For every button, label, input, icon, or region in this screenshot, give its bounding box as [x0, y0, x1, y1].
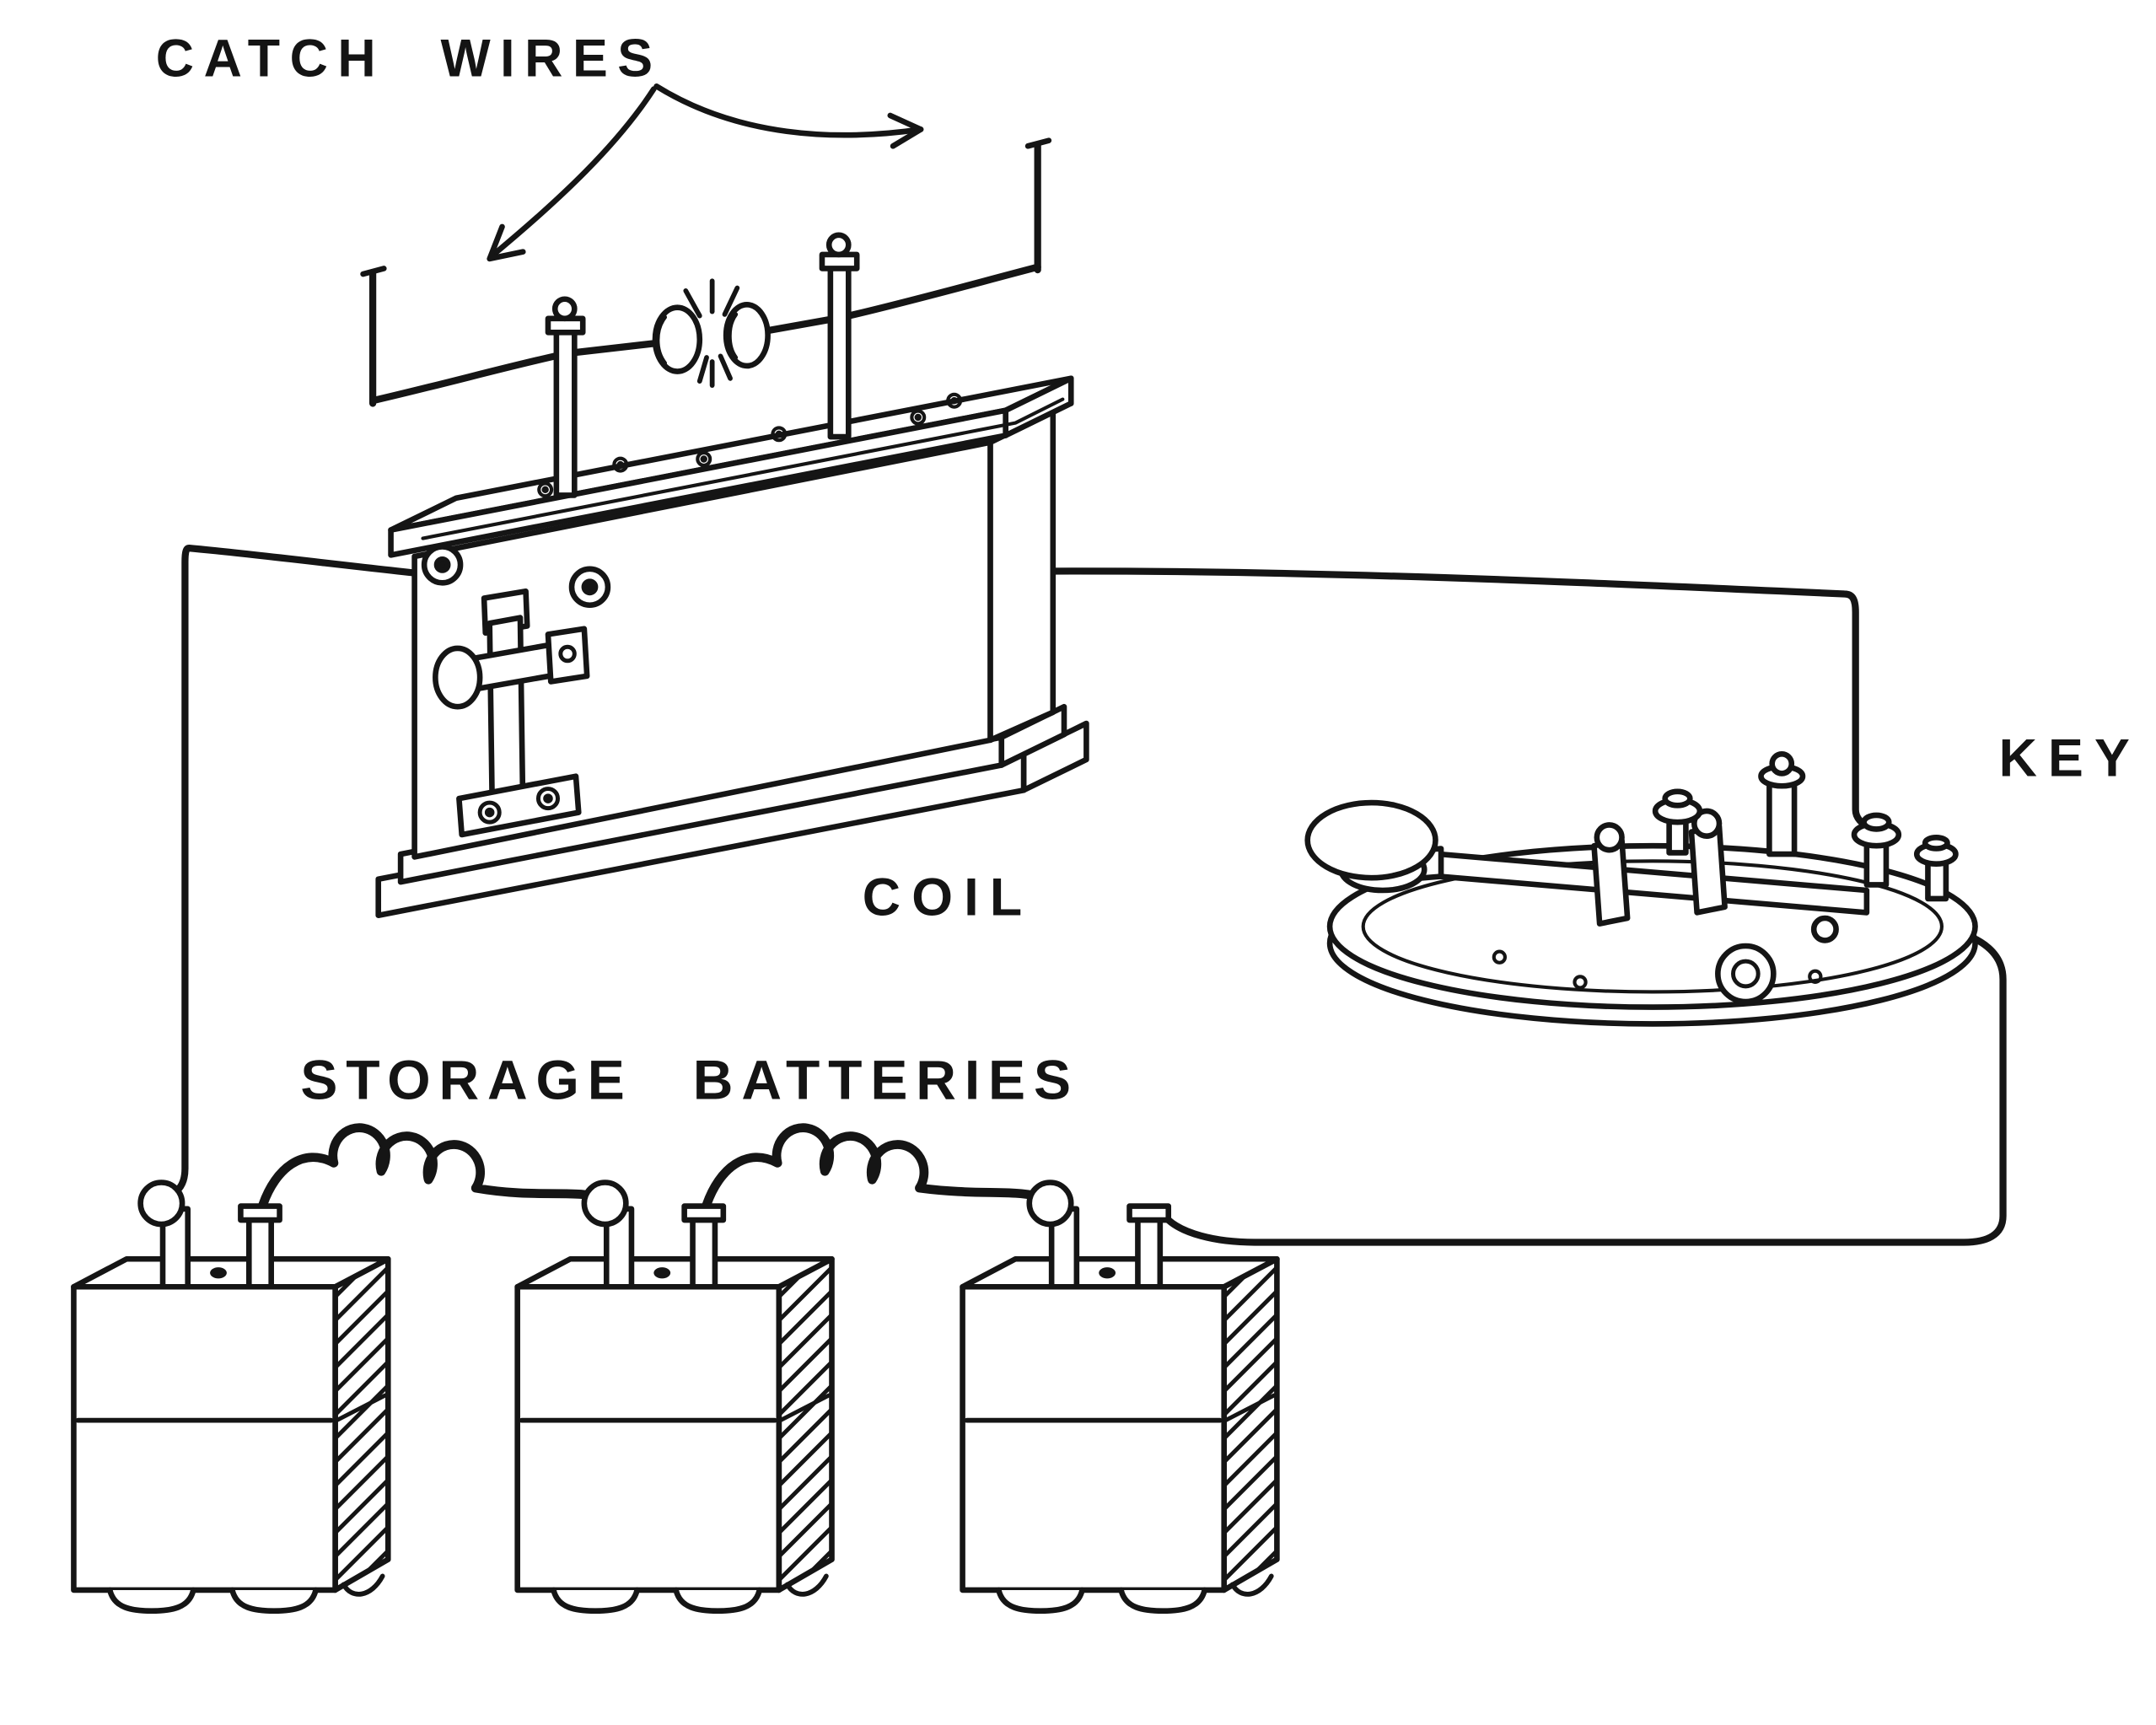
key-binding-post2-top — [1922, 835, 1950, 852]
key-trunnion-right — [1688, 823, 1728, 916]
storage-battery-1 — [73, 1183, 388, 1611]
key-base-screws — [1492, 949, 1823, 990]
pointer-arrow-left — [492, 86, 657, 256]
label-coil: COIL — [863, 868, 1034, 927]
label-catch-wires: CATCH WIRES — [156, 30, 663, 89]
arrowhead-icon — [887, 112, 924, 149]
label-key: KEY — [1999, 729, 2141, 788]
coil-interrupter — [433, 588, 590, 838]
spark-standard-right-ball — [825, 232, 852, 258]
pointer-arrow-right — [653, 83, 924, 138]
coil-end-face — [987, 409, 1056, 744]
coiled-wire-battery1-battery2 — [258, 1123, 609, 1210]
telegraph-key — [1304, 750, 1978, 1027]
storage-battery-2 — [518, 1183, 832, 1611]
screw-dot — [484, 807, 495, 818]
interrupter-foot-screw — [477, 800, 502, 825]
spark-ball-shading — [727, 312, 739, 360]
induction-coil — [375, 232, 1089, 918]
interrupter-contact-block — [545, 626, 590, 685]
interrupter-contact-screw — [558, 644, 577, 664]
key-contact-screw — [1810, 915, 1839, 943]
key-rear-post — [1766, 776, 1798, 857]
interrupter-knob — [433, 645, 483, 710]
spark-ball-left — [652, 304, 703, 374]
label-storage-batteries: STORAGE BATTERIES — [300, 1048, 1079, 1110]
key-trunnion-left — [1591, 837, 1631, 927]
spark-ball-right — [723, 302, 771, 369]
key-trunnion-right-screw — [1691, 808, 1723, 839]
interrupter-foot-screw — [535, 787, 560, 811]
catch-wires-assembly — [360, 83, 1052, 407]
spark-gap — [652, 278, 771, 388]
key-rear-post-ball — [1769, 750, 1795, 777]
key-base-rim — [1361, 859, 1944, 994]
key-binding-post-top — [1861, 812, 1892, 832]
coiled-wire-battery2-battery3 — [702, 1123, 1052, 1210]
coil-terminal-left-center — [433, 556, 451, 573]
spark-ball-shading — [655, 314, 668, 366]
arrowhead-icon — [487, 223, 526, 262]
coil-terminal-right-center — [581, 578, 599, 596]
spark-standard-left — [553, 328, 578, 498]
key-tension-adjuster — [1715, 943, 1777, 1005]
spark-standard-left-ball — [551, 296, 578, 322]
coil-lid-rim-line — [421, 397, 1065, 540]
screw-dot — [543, 793, 553, 803]
catch-wire-left — [368, 338, 669, 405]
key-trunnion-left-screw — [1594, 822, 1625, 853]
key-tension-adjuster-center — [1731, 959, 1761, 989]
key-thumbscrew-top — [1662, 788, 1693, 809]
storage-battery-3 — [963, 1183, 1277, 1611]
coil-lid-screws — [537, 392, 963, 498]
catch-wire-right — [761, 263, 1041, 335]
spark-rays-icon — [683, 278, 740, 388]
spark-standard-right — [827, 264, 852, 440]
catch-wire-left-tip — [360, 266, 387, 277]
key-knob — [1304, 799, 1438, 881]
wire-coil-to-battery1 — [160, 544, 446, 1201]
catch-wire-right-tip — [1024, 137, 1052, 149]
